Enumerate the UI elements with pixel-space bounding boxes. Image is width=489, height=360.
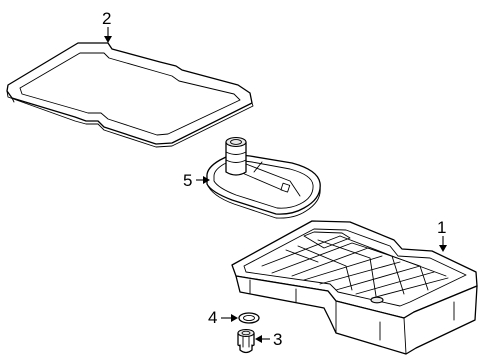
- callout-label-2: 2: [102, 9, 111, 28]
- callout-1: 1: [437, 218, 447, 252]
- callout-label-4: 4: [208, 308, 217, 327]
- callout-label-5: 5: [183, 171, 192, 190]
- callout-4: 4: [208, 308, 238, 327]
- callout-label-3: 3: [273, 330, 282, 349]
- part-seal-ring: [238, 312, 260, 324]
- part-oil-pan: [231, 220, 478, 355]
- part-gasket: [6, 42, 254, 148]
- part-filter: [206, 136, 321, 219]
- callout-2: 2: [102, 9, 112, 43]
- part-drain-plug: [237, 328, 255, 354]
- callout-5: 5: [183, 171, 210, 190]
- callout-3: 3: [255, 330, 282, 349]
- callout-label-1: 1: [437, 218, 446, 237]
